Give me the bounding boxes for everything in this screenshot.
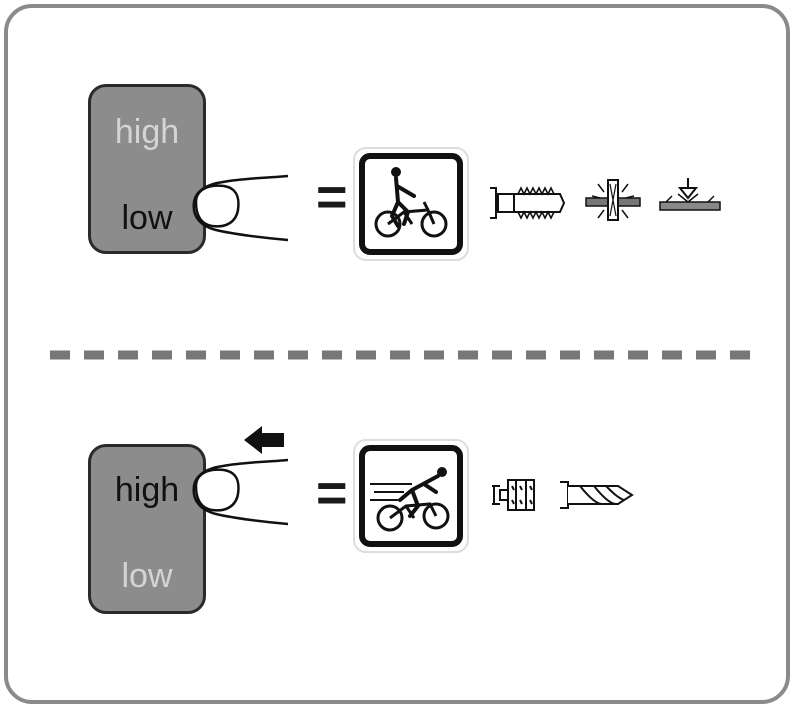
arrow-left-icon: [244, 426, 284, 454]
speed-switch-high[interactable]: high low: [88, 444, 206, 614]
speed-switch-low[interactable]: high low: [88, 84, 206, 254]
finger-icon: [192, 458, 289, 526]
finger-icon: [192, 174, 289, 242]
high-label: high: [114, 471, 180, 509]
section-divider: [50, 350, 762, 360]
equals-sign: =: [316, 167, 348, 227]
tap-icon: [490, 186, 566, 220]
hole-saw-icon: [492, 479, 535, 511]
low-label: low: [121, 557, 173, 595]
high-label: high: [114, 113, 180, 151]
cyclist-slow-icon: [353, 147, 469, 261]
low-label: low: [121, 199, 173, 237]
equals-sign: =: [316, 463, 348, 523]
welding-icon: [585, 179, 641, 221]
drill-bit-icon: [560, 481, 634, 509]
cyclist-fast-icon: [353, 439, 469, 553]
weld-seam-icon: [659, 178, 721, 211]
